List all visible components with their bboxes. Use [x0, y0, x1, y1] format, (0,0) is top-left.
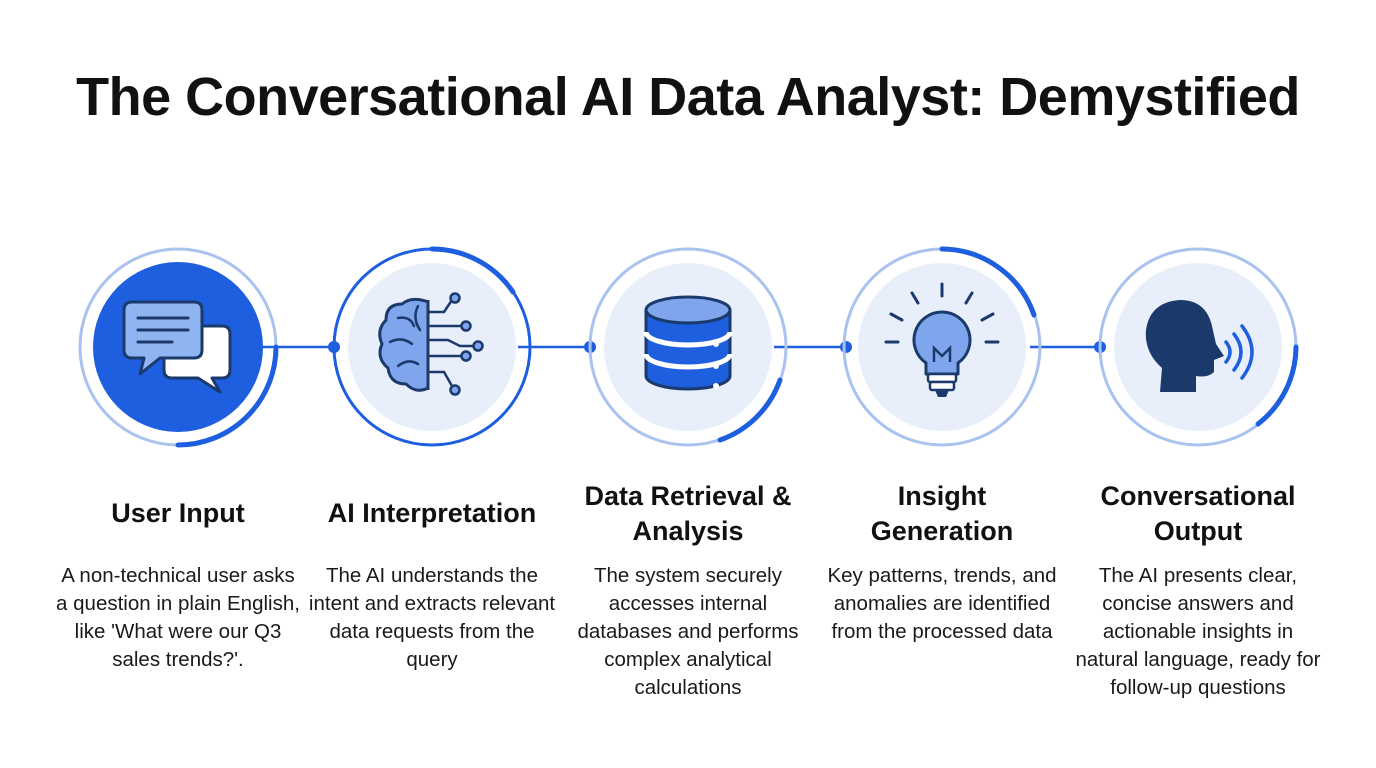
step-2-description: The AI understands the intent and extrac…	[308, 564, 556, 671]
step-1-node	[78, 247, 279, 448]
lightbulb-icon	[884, 282, 1000, 397]
step-3-node	[588, 247, 788, 447]
step-2-ring-accent	[429, 246, 516, 295]
page-title: The Conversational AI Data Analyst: Demy…	[76, 67, 1300, 127]
step-1-ring-accent	[175, 344, 279, 448]
step-1-description: A non-technical user asks a question in …	[56, 564, 300, 671]
database-icon	[643, 295, 733, 391]
step-2-title: AI Interpretation	[327, 498, 537, 528]
step-5-ring-accent	[1255, 344, 1299, 427]
step-2-disc	[348, 263, 516, 431]
speaking-head-icon	[1145, 300, 1254, 392]
step-5-title: Conversational Output	[1100, 481, 1296, 546]
step-3-ring-accent	[717, 377, 783, 443]
step-3-ring	[588, 247, 788, 447]
step-3-title: Data Retrieval & Analysis	[584, 481, 792, 546]
connector-dot-3	[840, 341, 852, 353]
step-1-title: User Input	[111, 498, 245, 528]
step-3-description: The system securely accesses internal da…	[577, 564, 799, 699]
brain-circuit-icon	[378, 292, 484, 396]
step-4-ring-accent	[939, 246, 1037, 318]
step-4-title: Insight Generation	[870, 481, 1014, 546]
step-5-description: The AI presents clear, concise answers a…	[1075, 564, 1321, 699]
step-5-node	[1098, 247, 1299, 447]
step-2-node	[332, 246, 532, 447]
step-4-node	[842, 246, 1042, 447]
step-4-description: Key patterns, trends, and anomalies are …	[827, 564, 1057, 643]
chat-bubbles-icon	[122, 300, 232, 394]
